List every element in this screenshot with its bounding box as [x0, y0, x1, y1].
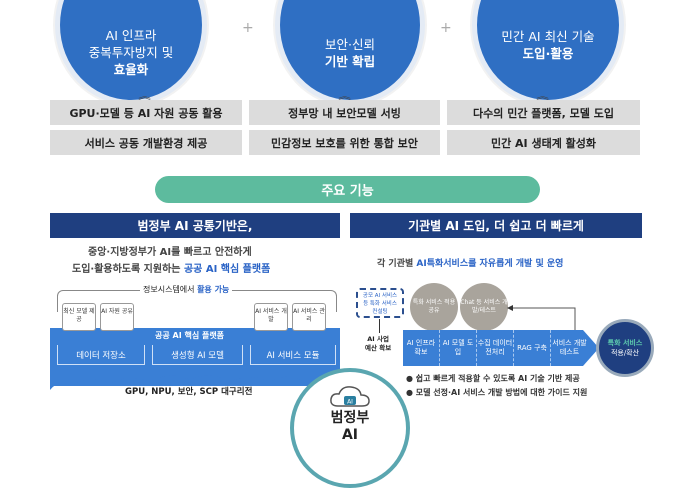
text: 정보시스템에서 — [143, 285, 198, 294]
step: 수집 데이터 전처리 — [477, 330, 514, 366]
gray-circle: 특화 서비스 적용 공유 — [410, 283, 458, 331]
highlight: 활용 가능 — [197, 285, 230, 294]
feature-box: 서비스 공동 개발환경 제공 — [50, 130, 242, 155]
feature-box: GPU·모델 등 AI 자원 공동 활용 — [50, 100, 242, 125]
right-desc: 각 기관별 AI특화서비스를 자유롭게 개발 및 운영 — [377, 256, 563, 269]
module-box: AI 서비스 모듈 — [250, 345, 336, 365]
feature-box: 민간 AI 생태계 활성화 — [447, 130, 640, 155]
usage-text: 정보시스템에서 활용 가능 — [140, 284, 233, 295]
chevron-up-icon: ︽ — [536, 92, 549, 102]
plus-icon: + — [242, 20, 254, 36]
plus-icon: + — [440, 20, 452, 36]
text: AI 사업 — [367, 335, 389, 343]
module-box: 생성형 AI 모델 — [152, 345, 243, 365]
text: 특화 서비스 — [607, 339, 643, 347]
chevron-up-icon: ︽ — [138, 92, 151, 102]
left-desc-1: 중앙·지방정부가 AI를 빠르고 안전하게 — [88, 247, 252, 258]
center-title: 범정부 — [330, 410, 370, 426]
text: 예산 확보 — [365, 344, 392, 352]
step: AI 인프라 확보 — [403, 330, 440, 366]
cloud-edge — [50, 370, 340, 390]
ai-badge: AI — [347, 399, 353, 406]
text: 각 기관별 — [377, 259, 417, 269]
feature-box: 정부망 내 보안모델 서빙 — [249, 100, 440, 125]
goal-circle-1: AI 인프라 중복투자방지 및 효율화 — [55, 0, 207, 105]
small-box: 최신 모델 제공 — [62, 303, 96, 331]
bullet: ● 모델 선정·AI 서비스 개발 방법에 대한 가이드 지원 — [406, 388, 588, 397]
goal-line: AI 인프라 — [105, 28, 157, 43]
feature-box: 민감정보 보호를 위한 통합 보안 — [249, 130, 440, 155]
infra-text: GPU, NPU, 보안, SCP 대구리전 — [125, 387, 253, 397]
text: 쉽고 빠르게 적용할 수 있도록 AI 기술 기반 제공 — [415, 374, 580, 383]
center-circle: AI 범정부 AI — [290, 368, 410, 488]
gray-circle: Chat 등 서비스 개발/테스트 — [460, 283, 508, 331]
text: 적용/확산 — [610, 349, 640, 357]
platform-label: 공공 AI 핵심 플랫폼 — [155, 331, 225, 340]
center-title: AI — [341, 427, 359, 443]
bullet: ● 쉽고 빠르게 적용할 수 있도록 AI 기술 기반 제공 — [406, 374, 580, 383]
arrow-down — [379, 319, 380, 333]
goal-bold: 기반 확립 — [324, 54, 376, 69]
module-box: 데이터 저장소 — [57, 345, 145, 365]
text: 모델 선정·AI 서비스 개발 방법에 대한 가이드 지원 — [415, 388, 588, 397]
goal-line: 중복투자방지 및 — [88, 45, 174, 60]
goal-line: 민간 AI 최신 기술 — [501, 29, 595, 44]
small-box: AI 자원 공유 — [100, 303, 134, 331]
feedback-arrow — [507, 305, 576, 330]
goal-bold: 도입·활용 — [522, 46, 574, 61]
step: AI 모델 도입 — [440, 330, 477, 366]
section-title: 주요 기능 — [155, 176, 540, 203]
step: 서비스 개발 테스트 — [552, 339, 587, 356]
cloud-icon: AI — [330, 386, 370, 407]
small-box: AI 서비스 관리 — [292, 303, 326, 331]
goal-line: 보안·신뢰 — [325, 37, 375, 52]
consult-box: 공모 AI 서비스 등 특화 서비스 컨설팅 — [356, 288, 404, 318]
text: 도입·활용하도록 지원하는 — [72, 264, 184, 275]
feature-box: 다수의 민간 플랫폼, 모델 도입 — [447, 100, 640, 125]
left-header: 범정부 AI 공통기반은, — [50, 213, 340, 238]
chevron-up-icon: ︽ — [338, 92, 351, 102]
highlight: 공공 AI 핵심 플랫폼 — [183, 264, 271, 275]
right-header: 기관별 AI 도입, 더 쉽고 더 빠르게 — [350, 213, 642, 238]
step: RAG 구축 — [514, 330, 551, 366]
left-desc-2: 도입·활용하도록 지원하는 공공 AI 핵심 플랫폼 — [72, 260, 270, 275]
goal-bold: 효율화 — [113, 62, 149, 77]
small-box: AI 서비스 개발 — [254, 303, 288, 331]
highlight: AI특화서비스를 자유롭게 개발 및 운영 — [416, 259, 564, 269]
